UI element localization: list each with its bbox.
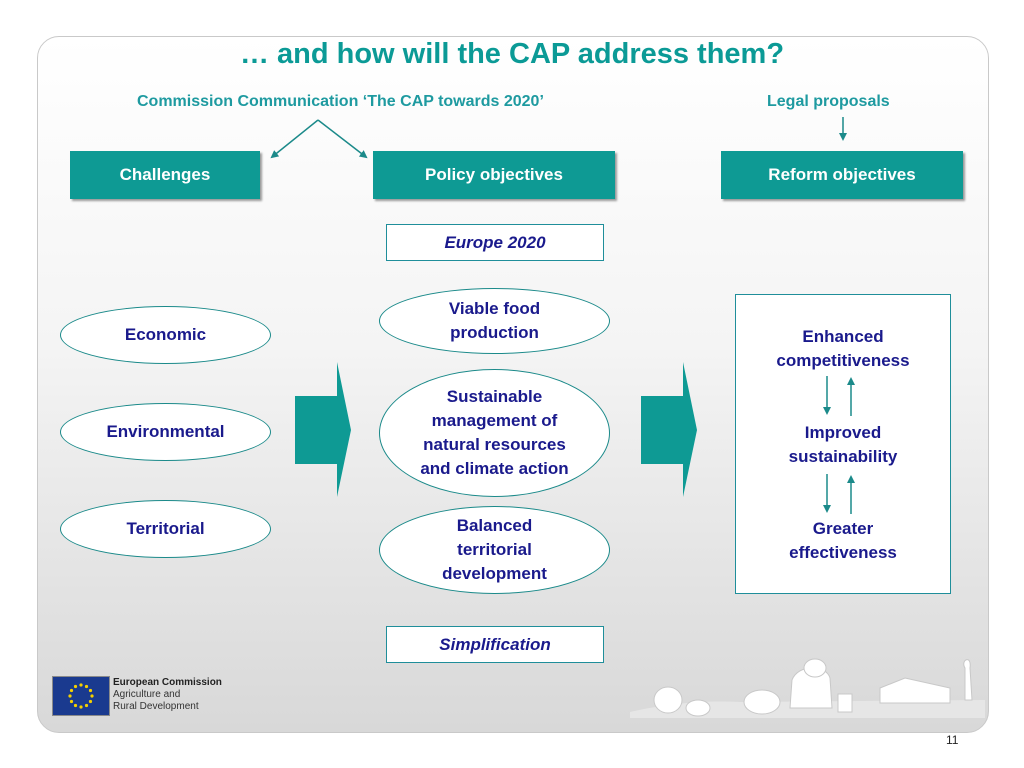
reform-objectives-panel: Enhanced competitiveness Improved sustai… (735, 294, 951, 594)
simplification-box: Simplification (386, 626, 604, 663)
challenge-environmental: Environmental (60, 403, 271, 461)
slide-title: … and how will the CAP address them? (239, 38, 785, 70)
policy-line: management of (431, 411, 558, 430)
reform-line: Enhanced (802, 327, 884, 346)
split-arrow-left (270, 119, 319, 159)
policy-line: Sustainable (446, 387, 543, 406)
challenge-territorial: Territorial (60, 500, 271, 558)
reform-objectives-header: Reform objectives (721, 151, 963, 199)
block-arrow-left (295, 362, 351, 497)
europe-2020-box: Europe 2020 (386, 224, 604, 261)
challenge-label: Environmental (106, 422, 225, 441)
logo-text: European Commission Agriculture and Rura… (113, 677, 222, 713)
logo-org: European Commission (113, 677, 222, 688)
communication-subhead: Commission Communication ‘The CAP toward… (137, 93, 544, 110)
policy-line: Viable food (448, 299, 541, 318)
challenge-economic: Economic (60, 306, 271, 364)
split-arrow-right (317, 119, 368, 159)
policy-objectives-header: Policy objectives (373, 151, 615, 199)
policy-sustainable-management: Sustainable management of natural resour… (379, 369, 610, 497)
page-number: 11 (946, 733, 959, 747)
reform-line: Improved (804, 423, 882, 442)
policy-line: and climate action (420, 459, 569, 478)
reform-line: sustainability (788, 447, 898, 466)
reform-effectiveness: Greater effectiveness (736, 517, 950, 565)
farm-silhouette-decoration (630, 658, 985, 718)
policy-balanced-territorial: Balanced territorial development (379, 506, 610, 594)
challenges-header: Challenges (70, 151, 260, 199)
eu-flag-logo (52, 676, 110, 716)
reform-sustainability: Improved sustainability (736, 421, 950, 469)
reform-line: effectiveness (789, 543, 897, 562)
block-arrow-right (641, 362, 697, 497)
reform-competitiveness: Enhanced competitiveness (736, 325, 950, 373)
policy-line: Balanced (456, 516, 533, 535)
reform-line: Greater (812, 519, 874, 538)
challenge-label: Territorial (126, 519, 205, 538)
policy-line: development (442, 564, 547, 583)
reform-line: competitiveness (776, 351, 910, 370)
legal-proposals-subhead: Legal proposals (767, 93, 890, 110)
policy-line: production (450, 323, 539, 342)
policy-line: territorial (457, 540, 532, 559)
policy-line: natural resources (423, 435, 566, 454)
logo-dept-line1: Agriculture and (113, 689, 181, 700)
logo-dept-line2: Rural Development (113, 701, 199, 712)
policy-viable-food: Viable food production (379, 288, 610, 354)
challenge-label: Economic (124, 325, 207, 344)
eu-stars-icon (68, 683, 94, 709)
